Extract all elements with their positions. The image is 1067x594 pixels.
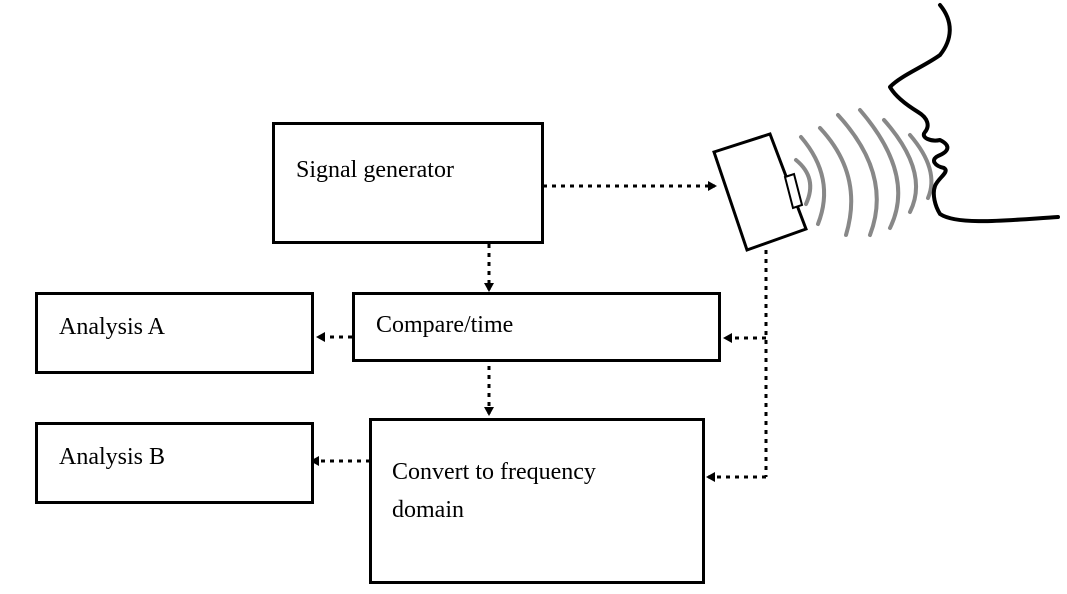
microphone-icon (712, 132, 808, 252)
convert-frequency-box: Convert to frequency domain (369, 418, 705, 584)
signal-generator-label: Signal generator (296, 157, 454, 183)
convert-label-line2: domain (392, 497, 464, 523)
face-profile-icon (888, 3, 1060, 224)
sound-waves-icon (794, 108, 934, 237)
compare-time-box: Compare/time (352, 292, 721, 362)
compare-time-label: Compare/time (376, 312, 514, 338)
analysis-a-box: Analysis A (35, 292, 314, 374)
analysis-b-box: Analysis B (35, 422, 314, 504)
convert-label-line1: Convert to frequency (392, 459, 596, 485)
signal-generator-box: Signal generator (272, 122, 544, 244)
analysis-b-label: Analysis B (59, 444, 166, 470)
analysis-a-label: Analysis A (59, 314, 166, 340)
